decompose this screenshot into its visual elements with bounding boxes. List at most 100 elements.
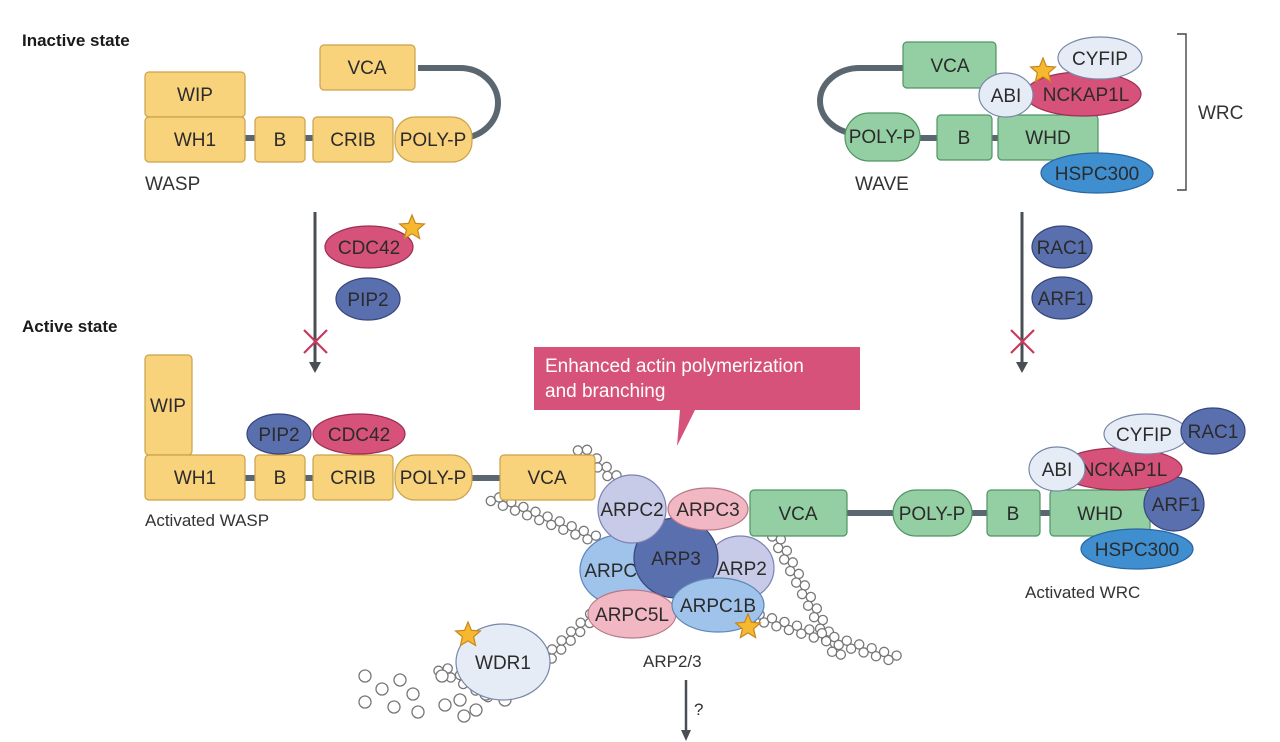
- pip2-activator: [335, 277, 401, 321]
- wasp-active-wh1-domain: [144, 454, 246, 501]
- wasp-vca-label: VCA: [347, 58, 386, 79]
- actin-monomer: [784, 565, 796, 577]
- wave-caption: WAVE: [855, 174, 909, 195]
- actin-monomer: [411, 705, 425, 719]
- rac1-activator: [1031, 225, 1093, 269]
- actin-monomer: [602, 470, 613, 482]
- wrc-active-nckap1l-label: NCKAP1L: [1081, 460, 1168, 481]
- actin-monomer: [565, 626, 577, 637]
- actin-monomer: [581, 444, 593, 456]
- arp2-label: ARP2: [717, 559, 767, 580]
- wave-cyfip-label: CYFIP: [1072, 49, 1128, 70]
- wasp-b-label: B: [274, 130, 287, 151]
- wasp-active-polyp-domain: [394, 454, 473, 501]
- wrc-active-cyfip-label: CYFIP: [1116, 425, 1172, 446]
- wasp-activation-arrow: CDC42 PIP2: [303, 212, 426, 373]
- wdr1-protein: WDR1: [454, 620, 551, 701]
- callout-bubble: [534, 347, 860, 446]
- wrc-active-b-domain: [986, 489, 1041, 537]
- wrc-bound-arf1-label: ARF1: [1152, 495, 1201, 516]
- actin-monomer: [816, 627, 828, 639]
- wave-b-domain: [936, 114, 993, 161]
- unknown-step-label: ?: [694, 700, 703, 719]
- wrc-active-polyp-domain: [892, 489, 973, 537]
- actin-monomer: [829, 631, 840, 643]
- pip2-label: PIP2: [347, 290, 388, 311]
- actin-monomer: [358, 669, 372, 683]
- wasp-wh1-domain: [144, 116, 246, 163]
- actin-monomer: [866, 642, 877, 654]
- actin-monomer: [590, 530, 602, 541]
- cdc42-activator: [324, 225, 414, 269]
- wasp-wip-label: WIP: [177, 85, 213, 106]
- wasp-active-wh1-label: WH1: [174, 468, 216, 489]
- arpc2-subunit: [597, 474, 667, 544]
- actin-monomer: [799, 580, 811, 591]
- actin-monomer: [883, 654, 894, 666]
- wave-abi: [978, 72, 1034, 118]
- wave-b-label: B: [958, 128, 971, 149]
- activated-wrc-caption: Activated WRC: [1025, 583, 1140, 602]
- actin-monomer: [783, 624, 795, 636]
- wave-vca-label: VCA: [930, 56, 969, 77]
- actin-monomer: [457, 709, 471, 723]
- wave-polyp-domain: [844, 112, 921, 162]
- wave-polyp-label: POLY-P: [849, 127, 916, 148]
- wasp-polyp-label: POLY-P: [400, 130, 467, 151]
- arpc1b-star-icon: [734, 612, 762, 639]
- actin-monomer: [805, 591, 817, 603]
- actin-monomer: [435, 669, 449, 683]
- actin-monomer: [438, 698, 452, 712]
- wrc-bracket-label: WRC: [1198, 103, 1243, 124]
- wasp-vca-domain: [319, 44, 416, 91]
- wasp-bound-cdc42-label: CDC42: [328, 425, 390, 446]
- actin-monomer: [845, 643, 857, 654]
- arpc1b-label: ARPC1B: [680, 596, 756, 617]
- wasp-active-polyp-label: POLY-P: [400, 468, 467, 489]
- wdr1-body: [455, 623, 551, 701]
- cdc42-star-icon: [398, 213, 426, 240]
- actin-monomer: [796, 628, 807, 639]
- downstream-arrowhead-icon: [681, 730, 691, 741]
- wrc-bound-rac1-label: RAC1: [1188, 422, 1239, 443]
- actin-monomer: [601, 461, 612, 473]
- actin-monomer: [406, 687, 420, 701]
- inactive-wasp: WIP WH1 B CRIB POLY-P VCA WASP: [144, 44, 501, 195]
- wrc-bound-rac1: [1180, 407, 1246, 455]
- wdr1-star-icon: [454, 620, 482, 647]
- actin-monomer: [575, 617, 586, 628]
- wrc-bracket: [1177, 33, 1187, 191]
- arrowhead-icon: [1016, 362, 1028, 373]
- actin-monomer: [578, 525, 590, 537]
- wasp-active-b-domain: [254, 454, 306, 501]
- callout-line1: Enhanced actin polymerization: [545, 356, 804, 377]
- wrc-active-polyp-label: POLY-P: [899, 504, 966, 525]
- polymerization-callout: Enhanced actin polymerization and branch…: [534, 347, 860, 446]
- activated-wrc: VCA POLY-P B WHD HSPC300 ARF1 NCKAP1L CY…: [749, 407, 1246, 602]
- rac1-label: RAC1: [1037, 238, 1088, 259]
- wasp-bound-pip2: [246, 413, 312, 455]
- wrc-active-hspc300: [1080, 528, 1194, 570]
- arpc2-label: ARPC2: [600, 500, 663, 521]
- actin-monomer: [811, 603, 823, 614]
- actin-monomer: [787, 557, 799, 568]
- wave-hspc300: [1040, 152, 1154, 194]
- wasp-bound-pip2-label: PIP2: [258, 425, 299, 446]
- wrc-active-b-label: B: [1007, 504, 1020, 525]
- actin-monomer: [387, 700, 401, 714]
- actin-monomer: [817, 614, 829, 626]
- wasp-active-vca-label: VCA: [527, 468, 566, 489]
- wave-phospho-star-icon: [1029, 56, 1057, 83]
- actin-monomer: [779, 616, 790, 628]
- actin-monomer: [802, 600, 814, 611]
- actin-monomer: [772, 542, 784, 554]
- wrc-active-hspc300-label: HSPC300: [1095, 540, 1180, 561]
- wave-vca-domain: [902, 41, 997, 89]
- wasp-wh1-label: WH1: [174, 130, 216, 151]
- wdr1-label: WDR1: [475, 653, 531, 674]
- arpc3-label: ARPC3: [676, 500, 739, 521]
- actin-monomer: [870, 650, 882, 662]
- wasp-crib-label: CRIB: [330, 130, 375, 151]
- arp3-label: ARP3: [651, 549, 701, 570]
- actin-monomer: [841, 635, 853, 646]
